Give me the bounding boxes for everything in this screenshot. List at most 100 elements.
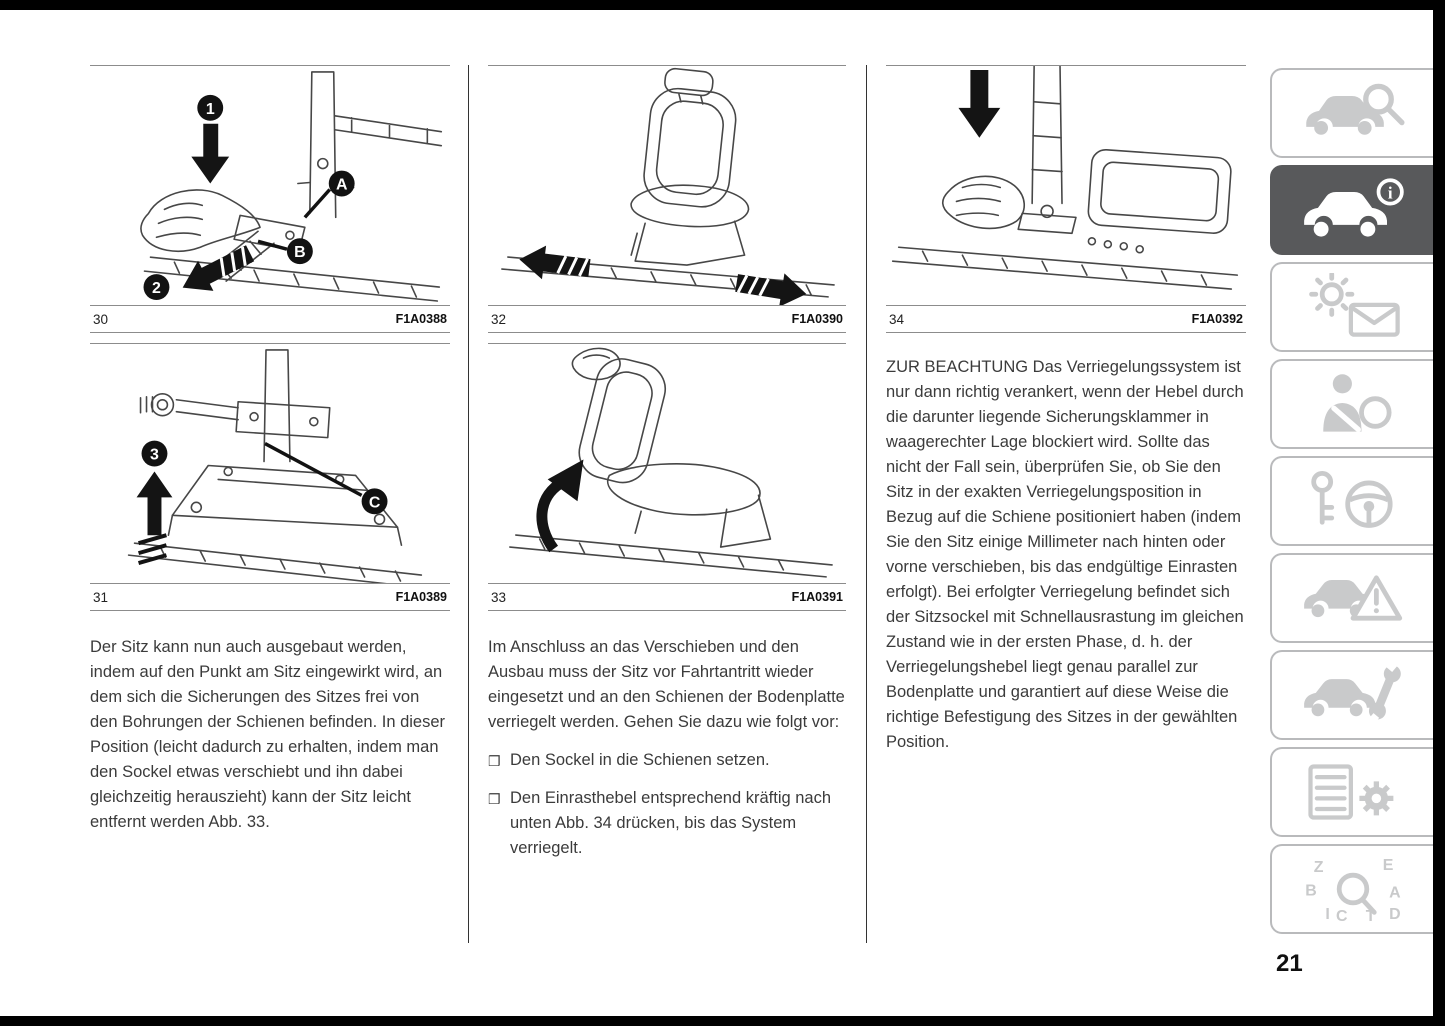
square-bullet-icon: ❒ <box>488 791 501 807</box>
seat-base-drawing <box>127 349 423 583</box>
index-letter: I <box>1325 906 1329 923</box>
figure-32-caption: 32 F1A0390 <box>488 305 846 333</box>
svg-text:3: 3 <box>150 447 159 464</box>
list-item: ❒ Den Einrasthebel entsprechend kräftig … <box>488 786 846 861</box>
middle-column-paragraph: Im Anschluss an das Verschieben und den … <box>488 638 845 731</box>
tilted-seat-drawing <box>509 347 833 578</box>
key-steering-wheel-icon <box>1310 470 1393 528</box>
square-bullet-icon: ❒ <box>488 753 501 769</box>
index-letter: T <box>1365 908 1375 923</box>
tab-warning-lights[interactable] <box>1270 262 1433 352</box>
figure-31-caption: 31 F1A0389 <box>90 583 450 611</box>
tab-maintenance[interactable] <box>1270 650 1433 740</box>
car-wrench-icon <box>1303 661 1401 726</box>
callout-badge-c: C <box>361 488 388 515</box>
svg-text:C: C <box>369 494 381 511</box>
callout-badge-1: 1 <box>197 94 224 121</box>
index-letter: B <box>1305 882 1317 899</box>
index-letter: E <box>1382 857 1393 874</box>
section-tab-bar: i <box>1270 68 1433 934</box>
callout-badge-3: 3 <box>141 440 168 467</box>
rotate-up-arrow <box>536 459 584 553</box>
page-frame-right <box>1433 0 1445 1026</box>
hand-drawing <box>140 189 261 253</box>
middle-column: 32 F1A0390 33 F1A0391 Im Anschluss an da… <box>488 65 846 861</box>
callout-badge-a: A <box>328 170 355 197</box>
page-frame-bottom <box>0 1016 1445 1026</box>
index-letter: A <box>1389 885 1401 902</box>
figure-code: F1A0390 <box>791 312 843 326</box>
person-airbag-icon <box>1322 374 1392 433</box>
car-info-icon: i <box>1303 178 1404 237</box>
slide-right-arrow <box>735 273 807 305</box>
svg-text:A: A <box>336 176 348 193</box>
index-letter: Z <box>1313 859 1323 876</box>
figure-code: F1A0391 <box>791 590 843 604</box>
alphabet-magnifier-icon: Z E B A I C T D <box>1305 857 1401 923</box>
column-divider <box>866 65 867 943</box>
tab-starting-driving[interactable] <box>1270 456 1433 546</box>
callout-badge-b: B <box>286 238 313 265</box>
right-column: 34 F1A0392 ZUR BEACHTUNG Das Verriegelun… <box>886 65 1246 755</box>
slide-arrow <box>182 245 255 291</box>
figure-34-caption: 34 F1A0392 <box>886 305 1246 333</box>
callout-badge-2: 2 <box>143 274 170 301</box>
tab-car-magnifier[interactable] <box>1270 68 1433 158</box>
svg-text:2: 2 <box>152 280 161 297</box>
tab-technical-data[interactable] <box>1270 747 1433 837</box>
tab-emergency[interactable] <box>1270 553 1433 643</box>
figure-34 <box>886 65 1246 305</box>
page-frame-top <box>0 0 1445 10</box>
callout-c-leader <box>264 442 363 497</box>
slide-left-arrow <box>519 245 591 280</box>
left-column-paragraph: Der Sitz kann nun auch ausgebaut werden,… <box>90 638 446 831</box>
down-arrow <box>191 123 230 184</box>
callout-a-leader <box>303 188 332 219</box>
seat-mechanism-drawing <box>140 71 443 302</box>
index-letter: D <box>1389 906 1401 923</box>
index-letter: C <box>1336 908 1348 923</box>
list-gear-icon <box>1307 764 1393 820</box>
figure-code: F1A0389 <box>395 590 447 604</box>
left-column: 1 2 A B 30 F1A0388 <box>90 65 450 835</box>
figure-number: 32 <box>491 311 507 327</box>
figure-number: 33 <box>491 589 507 605</box>
list-item-text: Den Einrasthebel entsprechend kräftig na… <box>510 789 832 857</box>
figure-31: 3 C <box>90 343 450 583</box>
press-down-arrow <box>958 69 1001 138</box>
figure-33 <box>488 343 846 583</box>
figure-30-caption: 30 F1A0388 <box>90 305 450 333</box>
figure-34-illustration <box>891 66 1239 290</box>
hand-drawing <box>941 175 1025 230</box>
list-item-text: Den Sockel in die Schienen setzen. <box>510 751 770 769</box>
figure-code: F1A0392 <box>1191 312 1243 326</box>
figure-30: 1 2 A B <box>90 65 450 305</box>
hand-drawing <box>571 347 621 381</box>
info-letter: i <box>1387 183 1392 202</box>
wrench-shape <box>1366 661 1401 726</box>
figure-code: F1A0388 <box>395 312 447 326</box>
warning-light-envelope-icon <box>1308 273 1400 337</box>
arrow-stripes <box>138 533 167 565</box>
car-warning-triangle-icon <box>1303 575 1402 621</box>
svg-text:B: B <box>294 244 306 261</box>
figure-number: 31 <box>93 589 109 605</box>
right-column-paragraph: ZUR BEACHTUNG Das Verriegelungssystem is… <box>886 358 1244 751</box>
figure-33-caption: 33 F1A0391 <box>488 583 846 611</box>
car-magnifier-icon <box>1305 83 1405 135</box>
figure-32-illustration <box>501 67 835 305</box>
callout-b-leader <box>257 239 288 251</box>
figure-31-illustration: 3 C <box>127 349 423 583</box>
figure-30-illustration: 1 2 A B <box>140 71 443 302</box>
tab-index[interactable]: Z E B A I C T D <box>1270 844 1433 934</box>
figure-33-illustration <box>509 347 833 578</box>
figure-32 <box>488 65 846 305</box>
tab-safety[interactable] <box>1270 359 1433 449</box>
column-divider <box>468 65 469 943</box>
tab-car-info[interactable]: i <box>1270 165 1433 255</box>
page-number: 21 <box>1276 950 1303 977</box>
up-arrow <box>136 471 173 536</box>
list-item: ❒ Den Sockel in die Schienen setzen. <box>488 748 846 774</box>
svg-text:1: 1 <box>206 101 215 118</box>
figure-number: 34 <box>889 311 905 327</box>
